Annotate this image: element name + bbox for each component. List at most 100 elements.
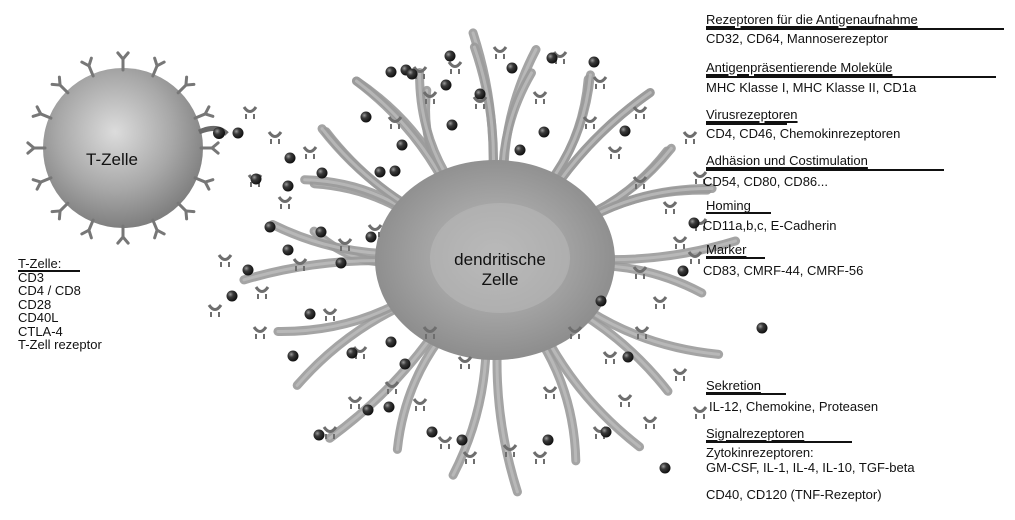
molecule-icon — [243, 265, 254, 276]
receptor-icon — [219, 255, 231, 267]
antigen-uptake-heading: Rezeptoren für die Antigenaufnahme — [706, 12, 918, 27]
molecule-icon — [265, 222, 276, 233]
receptor-icon — [634, 107, 646, 119]
t-cell-receptor-icon — [178, 77, 194, 93]
list-item: T-Zell rezeptor — [18, 338, 102, 352]
t-cell-receptor-icon — [52, 203, 68, 219]
molecule-icon — [227, 291, 238, 302]
adhesion-text: CD54, CD80, CD86... — [703, 174, 828, 189]
t-cell-receptor-icon — [195, 107, 213, 118]
receptor-icon — [324, 309, 336, 321]
molecule-icon — [233, 128, 244, 139]
signal-receptors-heading: Signalrezeptoren — [706, 426, 804, 441]
list-item: CD40L — [18, 311, 102, 325]
molecule-icon — [317, 168, 328, 179]
molecule-icon — [283, 181, 294, 192]
molecule-icon — [316, 227, 327, 238]
list-item: CD28 — [18, 298, 102, 312]
list-item: CD3 — [18, 271, 102, 285]
receptor-icon — [584, 117, 596, 129]
t-cell-receptor-icon — [52, 77, 68, 93]
virus-receptors-text: CD4, CD46, Chemokinrezeptoren — [706, 126, 900, 141]
t-cell-receptor-icon — [178, 203, 194, 219]
molecule-icon — [400, 359, 411, 370]
molecule-icon — [375, 167, 386, 178]
molecule-icon — [543, 435, 554, 446]
secretion-heading: Sekretion — [706, 378, 761, 393]
receptor-icon — [604, 352, 616, 364]
t-cell-marker-list: T-Zelle: CD3 CD4 / CD8 CD28 CD40L CTLA-4… — [18, 257, 102, 352]
molecule-icon — [689, 218, 700, 229]
homing-heading: Homing — [706, 198, 751, 213]
molecule-icon — [390, 166, 401, 177]
receptor-icon — [459, 357, 471, 369]
molecule-icon — [336, 258, 347, 269]
molecule-icon — [407, 69, 418, 80]
t-cell-receptor-icon — [82, 58, 93, 76]
molecule-icon — [397, 140, 408, 151]
molecule-icon — [457, 435, 468, 446]
signal-receptors-line3: CD40, CD120 (TNF-Rezeptor) — [706, 487, 882, 502]
receptor-icon — [654, 297, 666, 309]
receptor-icon — [619, 395, 631, 407]
virus-receptors-heading: Virusrezeptoren — [706, 107, 798, 122]
molecule-icon — [288, 351, 299, 362]
receptor-icon — [674, 237, 686, 249]
receptor-icon — [439, 437, 451, 449]
receptor-icon — [534, 452, 546, 464]
receptor-icon — [494, 47, 506, 59]
molecule-icon — [386, 337, 397, 348]
receptor-icon — [694, 407, 706, 419]
t-cell-receptor-icon — [153, 220, 164, 238]
dendritic-cell-label: dendritische Zelle — [425, 250, 575, 290]
t-cell-label: T-Zelle — [86, 150, 138, 170]
molecule-icon — [596, 296, 607, 307]
t-cell-list-title: T-Zelle: — [18, 257, 102, 271]
molecule-icon — [601, 427, 612, 438]
marker-text: CD83, CMRF-44, CMRF-56 — [703, 263, 863, 278]
signal-receptors-line2: GM-CSF, IL-1, IL-4, IL-10, TGF-beta — [706, 460, 915, 475]
molecule-icon — [347, 348, 358, 359]
dendritic-cell-label-line1: dendritische — [425, 250, 575, 270]
cell-contact — [199, 127, 227, 139]
t-cell-receptor-icon — [118, 226, 128, 243]
antigen-uptake-text: CD32, CD64, Mannoserezeptor — [706, 31, 888, 46]
receptor-icon — [534, 92, 546, 104]
t-cell-receptor-icon — [82, 220, 93, 238]
receptor-icon — [414, 399, 426, 411]
molecule-icon — [427, 427, 438, 438]
molecule-icon — [547, 53, 558, 64]
molecule-icon — [285, 153, 296, 164]
t-cell-receptor-icon — [28, 143, 45, 153]
molecule-icon — [386, 67, 397, 78]
molecule-icon — [366, 232, 377, 243]
molecule-icon — [623, 352, 634, 363]
receptor-icon — [544, 387, 556, 399]
molecule-icon — [660, 463, 671, 474]
molecule-icon — [305, 309, 316, 320]
molecule-icon — [507, 63, 518, 74]
molecule-icon — [314, 430, 325, 441]
signal-receptors-line1: Zytokinrezeptoren: — [706, 445, 814, 460]
dendritic-cell-label-line2: Zelle — [425, 270, 575, 290]
molecule-icon — [441, 80, 452, 91]
molecule-icon — [283, 245, 294, 256]
molecule-icon — [475, 89, 486, 100]
receptor-icon — [304, 147, 316, 159]
t-cell-receptor-icon — [118, 53, 128, 70]
receptor-icon — [244, 107, 256, 119]
t-cell-receptor-icon — [153, 58, 164, 76]
receptor-icon — [209, 305, 221, 317]
adhesion-heading: Adhäsion und Costimulation — [706, 153, 868, 168]
antigen-presenting-heading: Antigenpräsentierende Moleküle — [706, 60, 892, 75]
molecule-icon — [447, 120, 458, 131]
t-cell-receptor-icon — [201, 143, 218, 153]
t-cell-receptor-icon — [33, 178, 51, 189]
molecule-icon — [589, 57, 600, 68]
molecule-icon — [515, 145, 526, 156]
receptor-icon — [684, 132, 696, 144]
molecule-icon — [620, 126, 631, 137]
molecule-icon — [445, 51, 456, 62]
receptor-icon — [254, 327, 266, 339]
